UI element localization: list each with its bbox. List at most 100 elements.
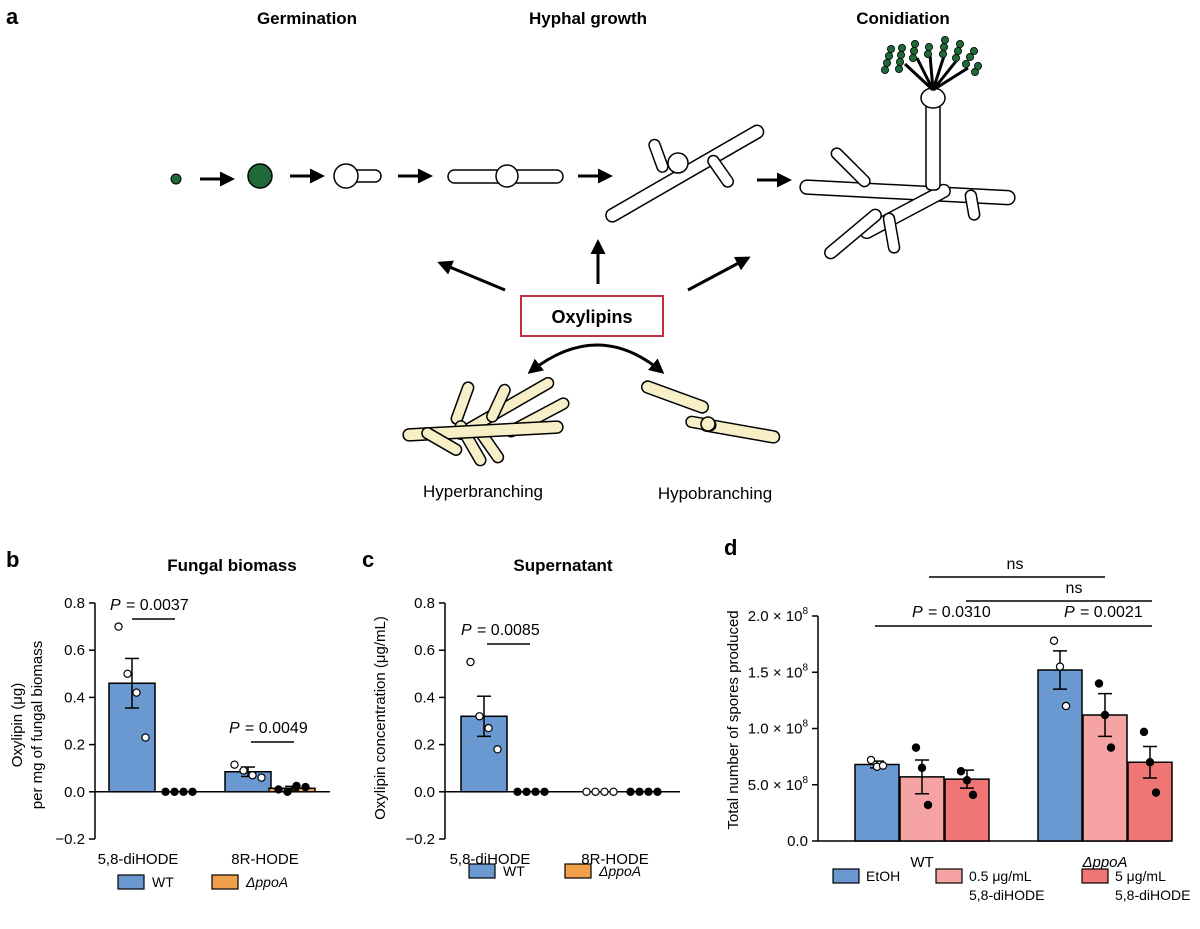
- data-point: [1049, 636, 1059, 645]
- y-tick-exponent: 8: [802, 719, 808, 730]
- data-point: [239, 766, 248, 775]
- oxylipins-box: [520, 295, 664, 337]
- data-point: [161, 787, 170, 797]
- oxylipins-label: Oxylipins: [551, 307, 632, 327]
- data-point: [1139, 727, 1149, 737]
- panel-b-letter: b: [6, 547, 19, 572]
- data-point: [644, 787, 653, 797]
- panel-d-ns2-label: ns: [1066, 580, 1083, 597]
- y-tick-label: 0.2: [414, 737, 435, 754]
- data-point: [257, 773, 266, 782]
- y-tick-exponent: 8: [802, 775, 808, 786]
- panel-d-ylabel: Total number of spores produced: [725, 610, 742, 829]
- arrow-to-germination: [437, 260, 506, 292]
- data-point: [600, 787, 609, 797]
- panel-d-legend-high-label-1: 5 μg/mL: [1115, 868, 1166, 884]
- y-tick-label: 0.4: [64, 689, 85, 706]
- panel-b-pvalue-2: P = 0.0049: [229, 720, 308, 743]
- panel-c-legend-mut-swatch: [564, 863, 592, 879]
- x-category-label: 5,8-diHODE: [98, 851, 179, 868]
- panel-c-pvalue-1: P = 0.0085: [461, 622, 540, 645]
- panel-d-legend-etoh-label: EtOH: [866, 868, 900, 884]
- data-point: [923, 800, 933, 810]
- panel-c: c Supernatant Oxylipin concentration (μg…: [362, 547, 680, 879]
- data-point: [522, 787, 531, 797]
- data-point: [866, 755, 876, 765]
- early-hypha: [447, 164, 564, 188]
- swollen-spore: [247, 163, 273, 189]
- panel-b-legend-mut-label: ΔppoA: [245, 874, 288, 890]
- data-point: [274, 785, 283, 794]
- y-tick-label: 5.0 × 108: [748, 775, 809, 794]
- branched-hypha: [605, 124, 765, 223]
- y-tick-label: −0.2: [55, 831, 85, 848]
- panel-b-ylabel-1: Oxylipin (μg): [9, 683, 26, 768]
- panel-d-legend-high-swatch: [1081, 868, 1109, 884]
- data-point: [540, 787, 549, 797]
- stage-label-conidiation: Conidiation: [856, 9, 949, 28]
- y-tick-label: 0.6: [414, 642, 435, 659]
- data-point: [917, 763, 927, 773]
- panel-a-letter: a: [6, 4, 19, 29]
- conidia-chains: [881, 36, 983, 77]
- data-point: [1055, 662, 1065, 671]
- panel-c-pvalue-1-text: = 0.0085: [477, 622, 540, 639]
- data-point: [1151, 788, 1161, 797]
- panel-d: d Total number of spores produced 0.0 5.0…: [724, 535, 1190, 903]
- bar: [944, 778, 990, 842]
- data-point: [513, 787, 522, 797]
- y-tick-label: 0.0: [64, 784, 85, 801]
- panel-b-legend-mut-swatch: [211, 874, 239, 890]
- panel-d-p2-text: = 0.0021: [1080, 604, 1143, 621]
- bar: [854, 763, 900, 842]
- panel-b: b Fungal biomass Oxylipin (μg) per mg of…: [6, 547, 330, 890]
- data-point: [1094, 679, 1104, 688]
- panel-d-legend-low-label-2: 5,8-diHODE: [969, 887, 1044, 903]
- panel-b-pvalue-2-p: P: [229, 720, 240, 737]
- data-point: [484, 723, 493, 733]
- data-point: [911, 743, 921, 752]
- hypobranching-label: Hypobranching: [658, 484, 772, 503]
- stage-label-hyphal-growth: Hyphal growth: [529, 9, 647, 28]
- data-point: [170, 787, 179, 797]
- data-point: [968, 790, 978, 800]
- data-point: [283, 787, 292, 797]
- panel-b-legend-wt-label: WT: [152, 874, 174, 890]
- data-point: [1061, 701, 1071, 711]
- y-tick-label: 0.0: [787, 833, 808, 850]
- branching-double-arrow: [527, 343, 665, 374]
- panel-c-legend-wt-swatch: [468, 863, 496, 879]
- y-tick-label: 0.6: [64, 642, 85, 659]
- y-tick-label: 1.5 × 108: [748, 662, 809, 681]
- hyperbranching-label: Hyperbranching: [423, 482, 543, 501]
- germ-tube-cell: [333, 163, 382, 189]
- hypobranching-drawing: [640, 380, 781, 444]
- panel-b-legend-wt-swatch: [117, 874, 145, 890]
- y-tick-exponent: 8: [802, 662, 808, 673]
- y-tick-label: 1.0 × 108: [748, 719, 809, 738]
- data-point: [301, 782, 310, 792]
- bar: [1037, 669, 1083, 842]
- data-point: [475, 712, 484, 721]
- data-point: [635, 787, 644, 797]
- data-point: [1100, 710, 1110, 720]
- x-category-label: 8R-HODE: [231, 851, 299, 868]
- y-tick-label: 0.8: [414, 595, 435, 612]
- panel-c-title: Supernatant: [513, 556, 613, 575]
- y-tick-label: 0.4: [414, 689, 435, 706]
- data-point: [626, 787, 635, 797]
- panel-b-title: Fungal biomass: [167, 556, 296, 575]
- panel-d-ns1-label: ns: [1007, 556, 1024, 573]
- stage-label-germination: Germination: [257, 9, 357, 28]
- arrow-to-conidiation: [687, 256, 751, 292]
- panel-b-pvalue-1: P = 0.0037: [110, 597, 189, 620]
- data-point: [609, 787, 618, 797]
- data-point: [591, 787, 600, 797]
- panel-d-legend-low-label-1: 0.5 μg/mL: [969, 868, 1032, 884]
- panel-d-letter: d: [724, 535, 737, 560]
- data-point: [531, 787, 540, 797]
- panel-b-pvalue-1-p: P: [110, 597, 121, 614]
- x-category-label: WT: [910, 854, 933, 871]
